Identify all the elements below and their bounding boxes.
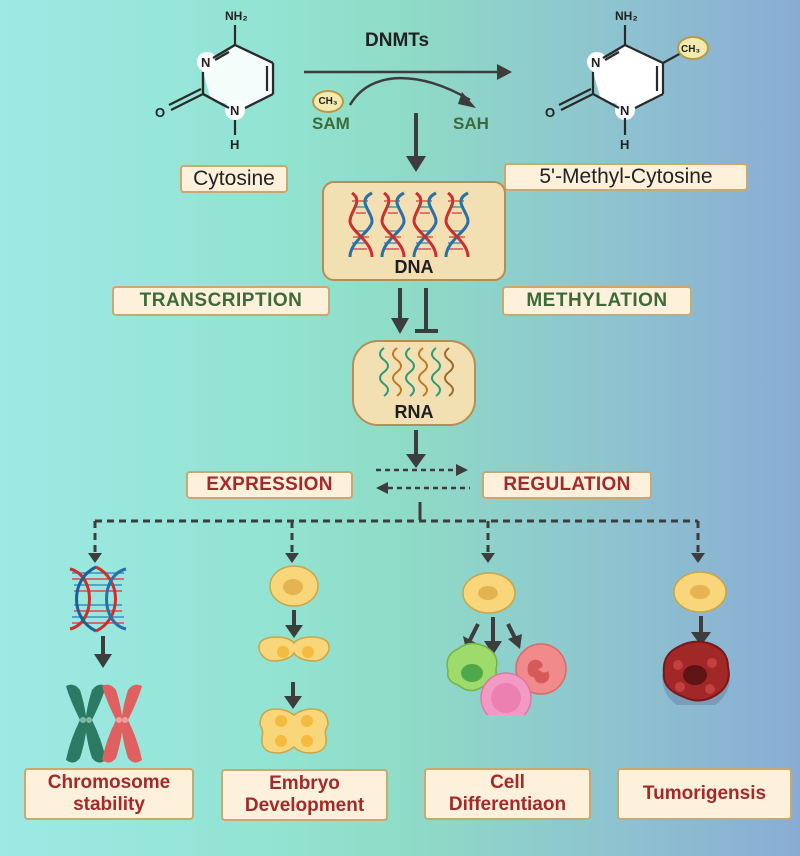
methyl-cytosine-label: 5'-Methyl-Cytosine (504, 163, 748, 191)
outcome-embryo-development: Embryo Development (221, 769, 388, 821)
outcome-branch-arrowheads (88, 553, 705, 563)
outcome-tumorigenesis: Tumorigensis (617, 768, 792, 820)
svg-text:N: N (591, 55, 600, 70)
methyl-cytosine-molecule: CH₃ NH₂ N N O H (545, 9, 709, 152)
methylation-label: METHYLATION (502, 286, 692, 316)
outcome-branch-lines (93, 519, 700, 552)
transcription-label: TRANSCRIPTION (112, 286, 330, 316)
expression-label-text: EXPRESSION (206, 474, 333, 495)
transcription-arrow (391, 288, 409, 334)
outcome-cell-differentiation: Cell Differentiaon (424, 768, 591, 820)
methyl-group-text: CH₃ (318, 96, 338, 107)
svg-text:H: H (230, 137, 239, 152)
cell-differentiation-icon (446, 572, 567, 715)
cytosine-label: Cytosine (180, 165, 288, 193)
methylation-inhibition-symbol (415, 288, 438, 333)
svg-text:N: N (620, 103, 629, 118)
embryo-icon (258, 565, 330, 754)
svg-text:H: H (620, 137, 629, 152)
transcription-label-text: TRANSCRIPTION (139, 290, 303, 311)
dna-strand-icon (69, 565, 127, 633)
svg-text:O: O (545, 105, 555, 120)
sah-label: SAH (453, 114, 489, 133)
svg-text:NH₂: NH₂ (615, 9, 638, 23)
tumor-arrow (691, 616, 711, 646)
sam-methyl-badge: CH₃ (312, 90, 344, 113)
outcome-label-line1: Embryo (269, 773, 340, 794)
dna-helix-icon (348, 191, 470, 259)
rna-box: RNA (352, 340, 476, 426)
methyl-group-icon (677, 36, 709, 60)
dna-label: DNA (394, 257, 434, 277)
cytosine-molecule: NH₂ N N O H (155, 9, 275, 152)
tumor-cell-icon (662, 571, 730, 705)
outcome-label-line2: Development (244, 795, 365, 816)
sam-to-sah-arrow (348, 76, 476, 108)
regulation-label: REGULATION (482, 471, 652, 499)
sam-label: SAM (312, 114, 350, 133)
outcome-label-line1: Tumorigensis (642, 783, 767, 804)
rna-strands-icon (379, 347, 454, 397)
expression-regulation-arrows (376, 464, 470, 494)
regulation-label-text: REGULATION (503, 474, 631, 495)
svg-text:N: N (230, 103, 239, 118)
expression-label: EXPRESSION (186, 471, 353, 499)
methyl-cytosine-label-text: 5'-Methyl-Cytosine (539, 165, 713, 188)
cytosine-label-text: Cytosine (193, 167, 275, 190)
svg-text:O: O (155, 105, 165, 120)
enzyme-label: DNMTs (365, 30, 430, 51)
outcome-label-line2: stability (73, 794, 145, 815)
svg-text:N: N (201, 55, 210, 70)
outcome-label-line2: Differentiaon (448, 794, 567, 815)
outcome-label-line1: Chromosome (47, 772, 171, 793)
embryo-arrows (284, 610, 303, 709)
dna-to-chromosome-arrow (94, 636, 112, 668)
outcome-label-line1: Cell (490, 772, 525, 793)
chromosome-icon (66, 684, 142, 763)
dnmts-reaction-arrow (304, 64, 512, 80)
dna-box: DNA (322, 181, 506, 281)
arrow-from-rna (406, 430, 426, 468)
rna-label: RNA (394, 402, 434, 422)
amine-label: NH₂ (225, 9, 248, 23)
svg-text:CH₃: CH₃ (681, 44, 700, 55)
methylation-label-text: METHYLATION (526, 290, 668, 311)
arrow-to-dna (406, 113, 426, 172)
outcome-chromosome-stability: Chromosome stability (24, 768, 194, 820)
